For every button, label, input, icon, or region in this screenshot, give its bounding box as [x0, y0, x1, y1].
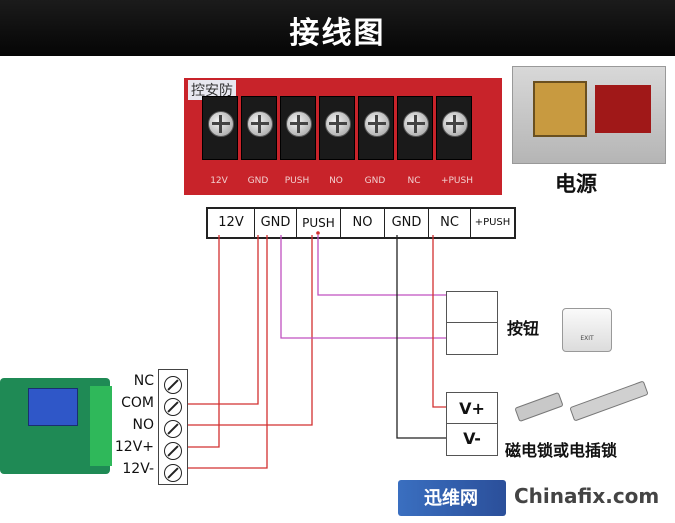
- terminal-12v: 12V: [208, 209, 255, 237]
- screw-icon: [164, 420, 182, 438]
- lock-terminal-vminus: V-: [463, 429, 481, 448]
- board-label: GND: [364, 176, 386, 186]
- header-bar: 接线图: [0, 0, 675, 56]
- watermark-en: Chinafix.com: [514, 484, 660, 508]
- watermark: 迅维网 Chinafix.com: [398, 478, 675, 523]
- screw-terminal: [397, 96, 433, 160]
- wire-gnd-lock: [396, 235, 446, 439]
- screw-icon: [164, 442, 182, 460]
- terminal-gnd: GND: [255, 209, 297, 237]
- relay-terminal-block-icon: [90, 386, 112, 466]
- screw-terminal: [202, 96, 238, 160]
- button-terminal-box: [446, 291, 498, 355]
- screw-icon: [164, 376, 182, 394]
- watermark-logo: 迅维网: [398, 480, 506, 516]
- transformer-icon: [533, 81, 587, 137]
- wire-gnd-com: [186, 235, 259, 405]
- board-label: NO: [329, 176, 343, 186]
- lock-label: 磁电锁或电插锁: [505, 441, 618, 460]
- board-label: 12V: [210, 176, 228, 186]
- terminal-strip: 12V GND PUSH NO GND NC +PUSH: [206, 207, 516, 239]
- lock-terminal-box: V+ V-: [446, 392, 498, 456]
- screw-terminal: [280, 96, 316, 160]
- relay-label-no: NO: [132, 417, 155, 433]
- relay-label-nc: NC: [133, 373, 154, 389]
- relay-label-12v-plus: 12V+: [114, 439, 154, 455]
- board-label: +PUSH: [440, 176, 474, 186]
- relay-icon: [28, 388, 78, 426]
- exit-button-photo: EXIT: [562, 308, 612, 352]
- wire-gnd-button: [280, 235, 446, 339]
- terminal-nc: NC: [429, 209, 471, 237]
- wire-nc-lock: [432, 235, 446, 408]
- board-label: PUSH: [284, 176, 310, 186]
- pcb-icon: [595, 85, 651, 133]
- terminal-gnd-2: GND: [385, 209, 429, 237]
- screw-icon: [164, 464, 182, 482]
- terminal-no: NO: [341, 209, 385, 237]
- wire-no: [186, 235, 313, 426]
- exit-text: EXIT: [580, 335, 594, 342]
- relay-label-12v-minus: 12V-: [122, 461, 154, 477]
- screw-terminal: [241, 96, 277, 160]
- terminal-push: PUSH: [297, 209, 341, 237]
- board-label: GND: [247, 176, 269, 186]
- screw-terminal: [358, 96, 394, 160]
- power-supply-label: 电源: [555, 172, 597, 196]
- diagram-title: 接线图: [289, 16, 386, 51]
- controller-board-photo: 控安防 12V GND PUSH NO GND NC +PUSH: [184, 78, 502, 195]
- wire-gnd: [186, 235, 268, 469]
- screw-terminal: [319, 96, 355, 160]
- button-label: 按钮: [507, 319, 540, 338]
- lock-terminal-vplus: V+: [459, 399, 485, 418]
- screw-terminal: [436, 96, 472, 160]
- screw-icon: [164, 398, 182, 416]
- relay-terminal-block: [158, 369, 188, 485]
- relay-label-com: COM: [121, 395, 154, 411]
- watermark-cn: 迅维网: [424, 488, 478, 509]
- power-supply-photo: [512, 66, 666, 164]
- wire-12v: [186, 235, 220, 448]
- wire-push-button: [317, 235, 446, 296]
- terminal-plus-push: +PUSH: [474, 217, 511, 228]
- board-label: NC: [407, 176, 421, 186]
- board-logo: 控安防: [188, 80, 236, 100]
- relay-module-photo: [0, 378, 112, 474]
- lock-photo: [515, 381, 648, 422]
